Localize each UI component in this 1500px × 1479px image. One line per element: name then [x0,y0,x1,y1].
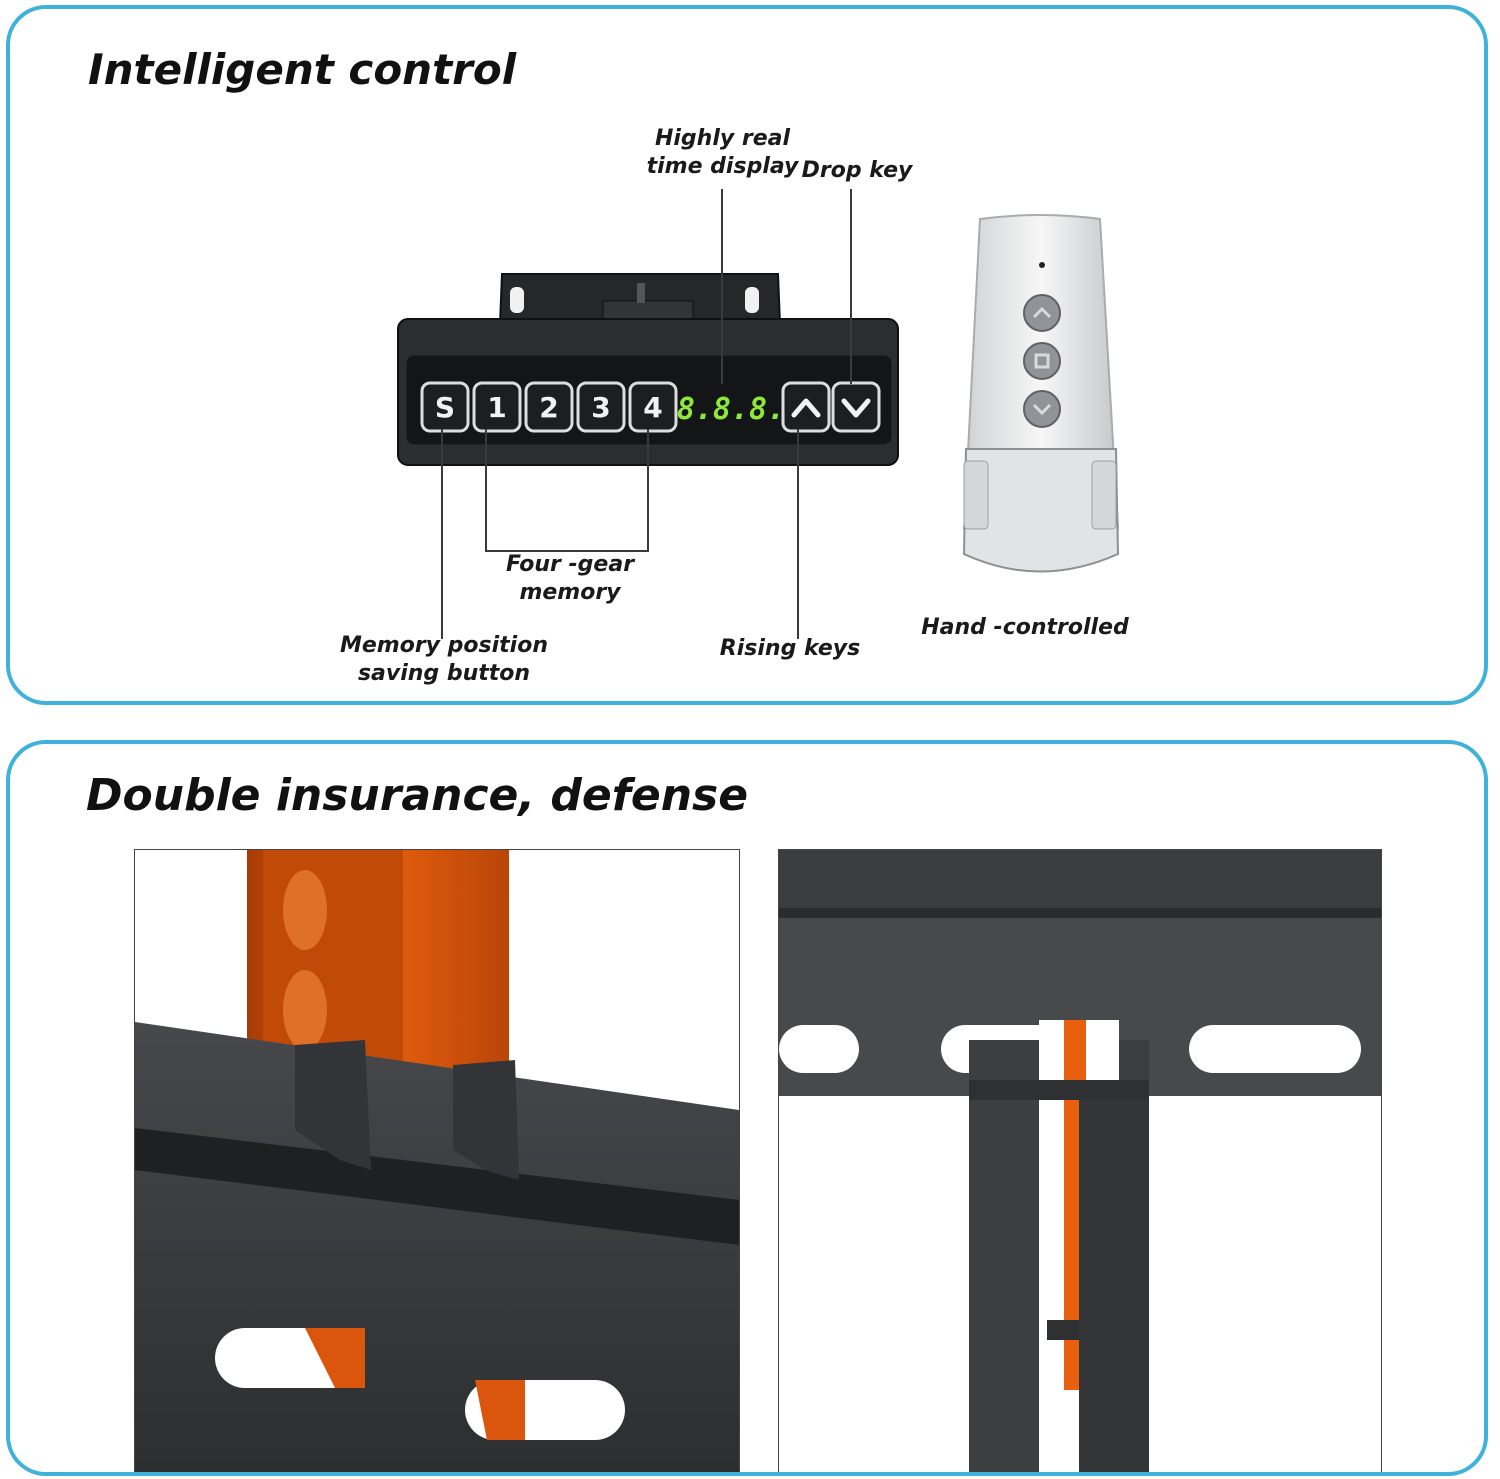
frame-closeup-photo-left [134,849,740,1472]
control-box-figure: S 1 2 3 4 8.8.8. [397,273,899,466]
intelligent-control-panel: Intelligent control S 1 2 3 4 8.8.8. [6,5,1488,705]
memory-keys: S 1 2 3 4 [420,381,678,433]
callout-four-gear: Four -gear memory [505,552,635,605]
callout-remote: Hand -controlled [921,615,1129,640]
remote-up-button[interactable] [1023,294,1061,332]
inner-tube-illustration [779,850,1381,1472]
remote-stop-button[interactable] [1023,342,1061,380]
key-label-3[interactable]: 3 [591,391,610,424]
up-chevron-icon [791,398,821,418]
leader-line-memory-left [485,429,487,552]
up-chevron-icon [1032,306,1052,319]
callout-memory-save: Memory position saving button [339,633,549,686]
up-key[interactable] [781,381,831,433]
leader-line-memory-bottom [485,550,649,552]
leader-line-rising [797,429,799,639]
frame-closeup-photo-right [778,849,1382,1472]
down-chevron-icon [1032,403,1052,416]
leader-line-memory-right [647,429,649,552]
leader-line-save [441,429,443,639]
key-label-s[interactable]: S [435,391,455,424]
key-label-1[interactable]: 1 [487,391,506,424]
key-label-4[interactable]: 4 [643,391,662,424]
remote-down-button[interactable] [1023,390,1061,428]
callout-display: Highly real time display [646,126,799,179]
leader-line-display [721,189,723,384]
orange-leg-illustration [135,850,739,1472]
down-key[interactable] [831,381,881,433]
remote-control-figure [962,214,1120,573]
key-label-2[interactable]: 2 [539,391,558,424]
section-title-intelligent-control: Intelligent control [88,45,517,94]
callout-rising-keys: Rising keys [719,636,861,661]
stop-square-icon [1034,353,1050,369]
section-title-double-insurance: Double insurance, defense [86,770,749,821]
callout-drop-key: Drop key [801,158,913,183]
leader-line-drop-key [850,189,852,384]
led-display: 8.8.8. [677,392,785,427]
double-insurance-panel: Double insurance, defense [6,740,1488,1476]
down-chevron-icon [841,398,871,418]
